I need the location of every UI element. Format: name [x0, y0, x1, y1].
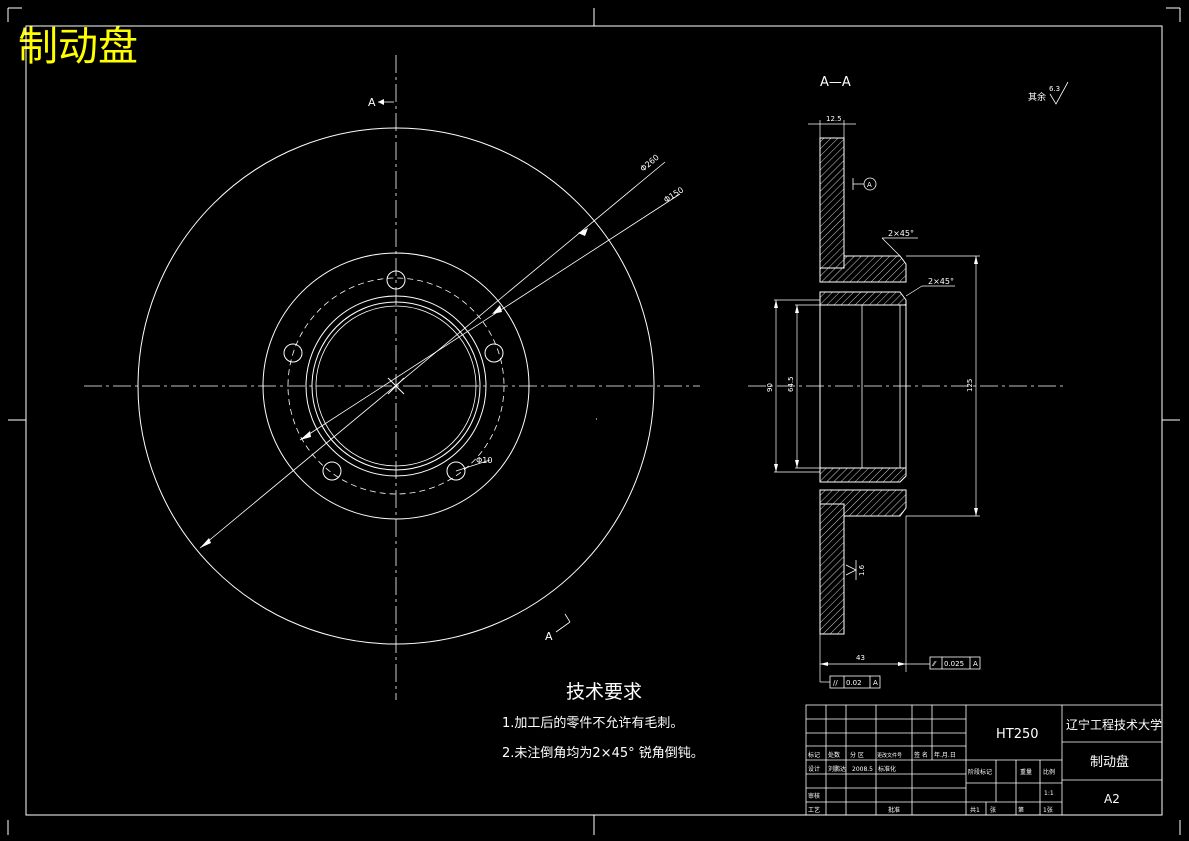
svg-text:更改文件号: 更改文件号	[877, 752, 902, 759]
svg-text:年.月.日: 年.月.日	[934, 751, 956, 759]
section-view: A—A 90 64.5 125 2×45° 2×4	[748, 75, 1064, 689]
svg-text:A: A	[973, 660, 978, 668]
section-mark-bottom: A	[545, 630, 553, 643]
title-block	[805, 704, 1163, 816]
roughness-side: 1.6	[858, 564, 866, 576]
svg-text:⁄⁄: ⁄⁄	[931, 660, 937, 668]
bolt-holes	[283, 270, 504, 481]
svg-text://: //	[833, 679, 838, 687]
section-mark-top: A	[368, 96, 376, 109]
svg-text:处数: 处数	[828, 751, 840, 759]
svg-text:0.025: 0.025	[944, 660, 964, 668]
svg-text:阶段标记: 阶段标记	[968, 768, 992, 776]
dim-left-outer: 90	[766, 383, 774, 392]
svg-text:刘鹏达: 刘鹏达	[828, 765, 846, 773]
svg-text:重量: 重量	[1020, 768, 1032, 776]
material: HT250	[996, 727, 1039, 742]
dim-right-dia: 125	[966, 379, 974, 392]
svg-text:标记: 标记	[808, 751, 820, 759]
svg-text:共1: 共1	[970, 806, 980, 814]
roughness-note: 其余 6.3	[1028, 81, 1069, 105]
front-view: Φ260 Φ150 Φ10 A A	[84, 55, 700, 700]
dim-chamfer-1: 2×45°	[888, 229, 914, 238]
svg-text:分 区: 分 区	[850, 751, 864, 759]
drawing-number: A2	[1104, 792, 1120, 806]
dim-dia-outer: Φ260	[639, 153, 661, 174]
dim-thickness-top: 12.5	[826, 115, 842, 123]
svg-text:工艺: 工艺	[808, 806, 820, 814]
svg-text:张: 张	[990, 806, 996, 814]
svg-text:第: 第	[1018, 806, 1024, 814]
svg-text:0.02: 0.02	[846, 679, 862, 687]
datum-label: A	[867, 181, 872, 189]
school-name: 辽宁工程技术大学	[1066, 717, 1162, 732]
svg-text:1:1: 1:1	[1044, 790, 1054, 797]
svg-text:A: A	[873, 679, 878, 687]
svg-text:比例: 比例	[1043, 768, 1055, 776]
svg-text:1张: 1张	[1043, 806, 1053, 814]
svg-text:批准: 批准	[888, 806, 900, 814]
dim-hole-dia: Φ10	[476, 456, 492, 465]
svg-text:签 名: 签 名	[914, 751, 928, 759]
svg-text:标准化: 标准化	[878, 765, 896, 773]
svg-text:2008.5: 2008.5	[852, 766, 873, 773]
dim-dia-pcd: Φ150	[662, 185, 685, 204]
tech-item-2: 2.未注倒角均为2×45° 锐角倒钝。	[502, 746, 704, 761]
dim-width: 43	[856, 654, 865, 662]
tech-item-1: 1.加工后的零件不允许有毛刺。	[502, 715, 683, 731]
dim-left-inner: 64.5	[787, 376, 795, 392]
section-title: A—A	[820, 75, 851, 90]
sheet-title: 制动盘	[18, 24, 138, 70]
part-name: 制动盘	[1090, 754, 1129, 770]
svg-text:设计: 设计	[808, 765, 820, 773]
roughness-prefix: 其余	[1028, 91, 1046, 103]
parallelism-frame: // 0.02 A	[819, 672, 881, 689]
title-block-text: HT250 辽宁工程技术大学 制动盘 A2 标记 处数 分 区 更改文件号 签 …	[808, 717, 1162, 814]
svg-text:审核: 审核	[808, 792, 820, 800]
dim-chamfer-2: 2×45°	[928, 277, 954, 286]
roughness-value: 6.3	[1049, 85, 1060, 93]
outer-disc-circle	[137, 127, 655, 645]
flatness-frame: ⁄⁄ 0.025 A	[906, 656, 981, 670]
tech-heading: 技术要求	[566, 681, 642, 703]
tech-requirements: 技术要求 1.加工后的零件不允许有毛刺。 2.未注倒角均为2×45° 锐角倒钝。	[502, 681, 704, 761]
